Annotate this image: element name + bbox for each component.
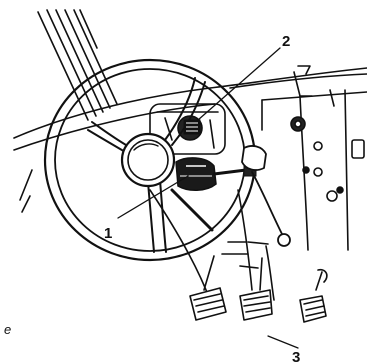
page-fragment-text: e (4, 322, 11, 337)
callout-3: 3 (292, 349, 300, 364)
callout-1: 1 (104, 225, 112, 242)
indicator-switch (184, 120, 200, 134)
windscreen-frame (38, 10, 117, 120)
steering-hub (122, 134, 174, 186)
floor-structure (150, 190, 274, 300)
callout-2: 2 (282, 33, 290, 50)
pedals (190, 256, 327, 322)
leader-line-3 (268, 336, 298, 348)
leader-line-2 (198, 48, 280, 120)
hand-lever (242, 146, 290, 246)
